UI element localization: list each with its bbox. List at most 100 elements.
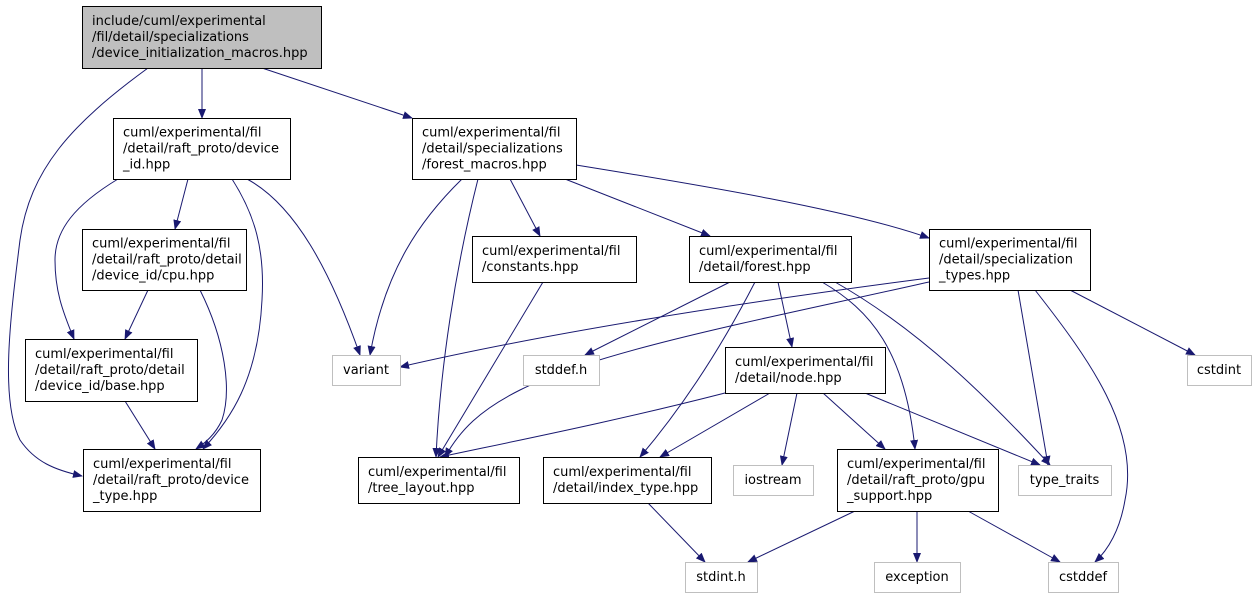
edge-root-to-device-type-hpp <box>7 67 149 478</box>
node-label-line: include/cuml/experimental <box>92 14 266 29</box>
node-label-line: /detail/specializations <box>422 142 563 157</box>
edge-index-type-hpp-to-stdint-h <box>647 502 706 563</box>
edge-forest-macros-hpp-to-constants-hpp <box>509 178 541 237</box>
edge-node-hpp-to-tree-layout-hpp <box>439 392 726 460</box>
edge-forest-macros-hpp-to-tree-layout-hpp <box>432 178 479 458</box>
edge-gpu-support-hpp-to-cstddef <box>967 510 1061 563</box>
node-box <box>1048 562 1119 593</box>
node-box <box>837 449 999 512</box>
node-label-line: /detail/specialization <box>939 253 1073 268</box>
node-box <box>523 355 600 386</box>
node-label-line: stdint.h <box>696 570 745 585</box>
node-box <box>543 457 712 504</box>
node-stddef-h: stddef.h <box>523 355 600 386</box>
edge-node-hpp-to-iostream <box>779 392 798 466</box>
node-box <box>733 465 814 496</box>
node-device-type-hpp[interactable]: cuml/experimental/fil/detail/raft_proto/… <box>83 449 261 512</box>
edge-root-to-forest-macros-hpp <box>261 67 413 119</box>
node-forest-macros-hpp[interactable]: cuml/experimental/fil/detail/specializat… <box>412 118 577 180</box>
node-label-line: cuml/experimental/fil <box>939 237 1077 252</box>
node-specialization-types-hpp[interactable]: cuml/experimental/fil/detail/specializat… <box>929 229 1091 291</box>
node-cstddef: cstddef <box>1048 562 1119 593</box>
node-label-line: /detail/index_type.hpp <box>553 481 698 496</box>
edge-device-id-hpp-to-base-hpp <box>54 178 119 340</box>
node-iostream: iostream <box>733 465 814 496</box>
node-label-line: /tree_layout.hpp <box>368 481 474 496</box>
edge-constants-hpp-to-tree-layout-hpp <box>437 281 544 458</box>
node-label-line: cuml/experimental/fil <box>35 347 173 362</box>
node-box <box>358 457 520 504</box>
edge-forest-macros-hpp-to-variant <box>367 178 463 356</box>
node-box <box>874 562 961 593</box>
node-forest-hpp[interactable]: cuml/experimental/fil/detail/forest.hpp <box>689 236 852 283</box>
edge-base-hpp-to-device-type-hpp <box>124 400 156 450</box>
edge-specialization-types-hpp-to-type-traits <box>1017 289 1051 466</box>
edge-forest-hpp-to-gpu-support-hpp <box>821 281 919 450</box>
node-box <box>1018 465 1112 496</box>
node-label-line: type_traits <box>1030 473 1100 488</box>
node-cstdint: cstdint <box>1187 355 1252 386</box>
node-box <box>412 118 577 180</box>
node-label-line: _id.hpp <box>122 158 170 173</box>
node-label-line: cuml/experimental/fil <box>699 244 837 259</box>
edge-specialization-types-hpp-to-variant <box>399 277 930 369</box>
edge-forest-hpp-to-stddef-h <box>584 281 731 356</box>
node-label-line: /detail/raft_proto/device <box>93 473 249 488</box>
edge-node-hpp-to-gpu-support-hpp <box>822 392 886 450</box>
edge-specialization-types-hpp-to-cstdint <box>1069 289 1196 356</box>
node-label-line: _types.hpp <box>938 269 1010 284</box>
node-box <box>685 562 758 593</box>
node-base-hpp[interactable]: cuml/experimental/fil/detail/raft_proto/… <box>25 339 198 402</box>
node-node-hpp[interactable]: cuml/experimental/fil/detail/node.hpp <box>725 347 886 394</box>
node-label-line: cstddef <box>1059 570 1108 585</box>
edge-cpu-hpp-to-device-type-hpp <box>195 289 227 450</box>
node-label-line: iostream <box>744 473 801 488</box>
node-label-line: /detail/raft_proto/device <box>123 142 279 157</box>
node-root: include/cuml/experimental/fil/detail/spe… <box>82 6 322 69</box>
edge-cpu-hpp-to-base-hpp <box>124 289 149 340</box>
node-box <box>472 236 637 283</box>
edge-gpu-support-hpp-to-stdint-h <box>747 510 856 563</box>
node-cpu-hpp[interactable]: cuml/experimental/fil/detail/raft_proto/… <box>82 229 247 291</box>
edge-forest-hpp-to-node-hpp <box>777 281 795 348</box>
edge-device-id-hpp-to-device-type-hpp <box>202 178 263 450</box>
node-stdint-h: stdint.h <box>685 562 758 593</box>
node-label-line: /detail/forest.hpp <box>699 260 811 275</box>
node-label-line: variant <box>343 363 389 378</box>
node-index-type-hpp[interactable]: cuml/experimental/fil/detail/index_type.… <box>543 457 712 504</box>
edge-node-hpp-to-index-type-hpp <box>659 392 771 458</box>
node-label-line: cuml/experimental/fil <box>553 465 691 480</box>
edges-layer <box>7 67 1196 563</box>
node-box <box>689 236 852 283</box>
node-label-line: cuml/experimental/fil <box>93 457 231 472</box>
node-label-line: /detail/raft_proto/gpu <box>847 473 985 488</box>
edge-device-id-hpp-to-cpu-hpp <box>173 178 189 230</box>
edge-specialization-types-hpp-to-cstddef <box>1034 289 1129 563</box>
node-label-line: /device_id/base.hpp <box>35 379 165 394</box>
node-label-line: cuml/experimental/fil <box>123 126 261 141</box>
node-box <box>83 449 261 512</box>
node-gpu-support-hpp[interactable]: cuml/experimental/fil/detail/raft_proto/… <box>837 449 999 512</box>
node-box <box>332 355 401 386</box>
node-box <box>929 229 1091 291</box>
node-type-traits: type_traits <box>1018 465 1112 496</box>
node-tree-layout-hpp[interactable]: cuml/experimental/fil/tree_layout.hpp <box>358 457 520 504</box>
node-label-line: exception <box>885 570 949 585</box>
node-label-line: /forest_macros.hpp <box>422 158 547 173</box>
nodes-layer: include/cuml/experimental/fil/detail/spe… <box>25 6 1252 593</box>
node-label-line: /device_initialization_macros.hpp <box>92 46 308 61</box>
edge-device-id-hpp-to-variant <box>246 178 361 356</box>
node-device-id-hpp[interactable]: cuml/experimental/fil/detail/raft_proto/… <box>113 118 291 180</box>
node-label-line: cstdint <box>1197 363 1241 378</box>
node-label-line: cuml/experimental/fil <box>92 237 230 252</box>
node-box <box>82 6 322 69</box>
edge-forest-hpp-to-index-type-hpp <box>639 281 756 458</box>
node-label-line: _support.hpp <box>846 489 932 504</box>
node-box <box>113 118 291 180</box>
node-box <box>82 229 247 291</box>
node-constants-hpp[interactable]: cuml/experimental/fil/constants.hpp <box>472 236 637 283</box>
edge-forest-macros-hpp-to-forest-hpp <box>564 178 711 237</box>
node-label-line: /detail/node.hpp <box>735 371 842 386</box>
node-box <box>725 347 886 394</box>
node-exception: exception <box>874 562 961 593</box>
